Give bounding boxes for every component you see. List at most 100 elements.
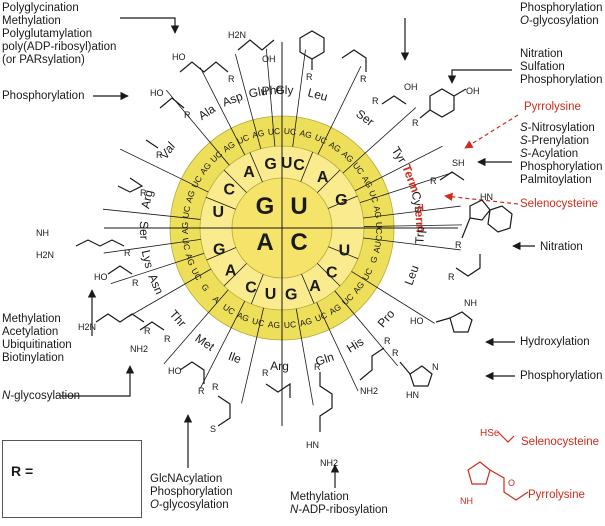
amino-acid-label: Asn: [145, 272, 166, 297]
aa-separator: [359, 171, 454, 204]
aa-separator: [103, 239, 201, 254]
aa-separator: [241, 307, 264, 404]
ser-oh: OH: [404, 82, 418, 92]
asn-r: R: [164, 334, 171, 344]
third-position: AG: [267, 319, 280, 330]
gly-label: H2N: [228, 30, 246, 40]
ser-structure: [381, 95, 407, 105]
amino-acid-label: Phe: [261, 83, 284, 98]
third-position: AG: [180, 222, 190, 234]
second-letter: U: [265, 286, 277, 303]
aa-separator: [334, 290, 399, 367]
r-group-legend: R =: [2, 440, 142, 518]
amino-acid-label: Gly: [275, 83, 293, 97]
aa-separator: [199, 300, 246, 389]
gln-structure: [359, 347, 385, 381]
amino-acid-label: Arg: [270, 359, 289, 373]
tr1-label-1: Phosphorylation: [520, 2, 603, 14]
second-letter: U: [212, 204, 224, 221]
thr-structure: [179, 361, 205, 384]
thr-ho: HO: [168, 366, 182, 376]
pro-nh: NH: [464, 298, 477, 308]
trp-nh: HN: [480, 192, 493, 202]
third-position: AUC: [371, 234, 384, 253]
second-letter: C: [224, 181, 236, 198]
asp-r: R: [184, 110, 191, 120]
aa-separator: [199, 67, 246, 156]
amino-acid-label: Ala: [196, 101, 218, 122]
phe-r: R: [306, 72, 313, 82]
his-n2: HN: [406, 390, 419, 400]
second-letter: A: [309, 278, 321, 295]
amino-acid-label: Pro: [375, 307, 398, 331]
third-position: AG: [184, 189, 197, 204]
third-position: UC: [235, 132, 250, 146]
ser-left-r: R: [132, 278, 139, 288]
aa-separator: [316, 302, 359, 392]
aa-separator: [342, 107, 417, 174]
second-letter: A: [243, 164, 255, 181]
amino-acid-label: Thr: [167, 307, 189, 330]
cys-structure: [439, 171, 465, 181]
seleno-hse: HSe: [480, 428, 500, 439]
second-letter: G: [213, 241, 225, 258]
aa-separator: [351, 271, 435, 324]
his-r: R: [392, 348, 399, 358]
ile-r: R: [262, 368, 269, 378]
aa-separator: [120, 148, 209, 193]
thr-r: R: [198, 386, 205, 396]
ring2-divider: [249, 152, 263, 183]
amino-acid-label: Ser: [353, 107, 376, 129]
aa-separator: [354, 145, 443, 192]
amino-acid-label: Asp: [220, 89, 245, 110]
third-position: AG: [372, 205, 384, 219]
bc-label-2: Phosphorylation: [150, 486, 233, 498]
third-position: AG: [251, 128, 265, 141]
center-letter: C: [290, 229, 307, 256]
second-letter: G: [285, 286, 297, 303]
second-letter: G: [335, 192, 347, 209]
third-position: UC: [180, 237, 192, 251]
phe-ring: [299, 30, 325, 60]
third-position: UC: [283, 319, 296, 330]
asn-nh2: NH2: [130, 344, 148, 354]
arg-left-r: R: [124, 248, 131, 258]
ser-left-structure: [107, 265, 133, 275]
val-r: R: [140, 188, 147, 198]
bc-label-3: O-glycosylation: [150, 499, 229, 511]
trp-r: R: [455, 240, 462, 250]
tyr-ring: [429, 88, 455, 118]
amino-acid-label: Ile: [226, 349, 243, 367]
pyrro-ring: [467, 461, 491, 485]
ring2-divider: [223, 169, 247, 193]
glu-label: HO: [172, 52, 186, 62]
second-letter: A: [317, 169, 329, 186]
trp-pyrrole: [469, 199, 491, 221]
cys-sh: SH: [452, 158, 465, 168]
meth-label-2: Acetylation: [2, 326, 59, 338]
amino-acid-label: Ser: [137, 221, 151, 240]
seleno-structure: [497, 431, 515, 443]
hydroxylation-label: Hydroxylation: [520, 336, 590, 348]
tr2-label-1: Nitration: [520, 48, 563, 60]
meth-label-1: Methylation: [2, 313, 61, 325]
asn-structure: [139, 321, 165, 331]
aa-separator: [235, 54, 262, 149]
second-letter: A: [225, 263, 237, 280]
lys-nh2: H2N: [78, 322, 96, 332]
ala-structure: [145, 139, 159, 149]
third-position: AG: [184, 252, 197, 267]
ring2-divider: [223, 263, 247, 287]
met-r: R: [212, 382, 219, 392]
r-equals-label: R =: [11, 463, 34, 479]
aa-separator: [363, 224, 462, 227]
arg-bottom-r: R: [314, 362, 321, 372]
ring2-divider: [206, 247, 237, 261]
seleno-struct-label: Selenocysteine: [521, 436, 599, 448]
arrow-pyrrolysine: [464, 114, 519, 149]
pyrro-o: O: [508, 478, 515, 488]
amino-acid-label: Glu: [248, 84, 269, 101]
arg-label-2: N-ADP-ribosylation: [290, 504, 388, 516]
pyrro-chain: [489, 469, 529, 501]
his-n1: N: [432, 362, 439, 372]
